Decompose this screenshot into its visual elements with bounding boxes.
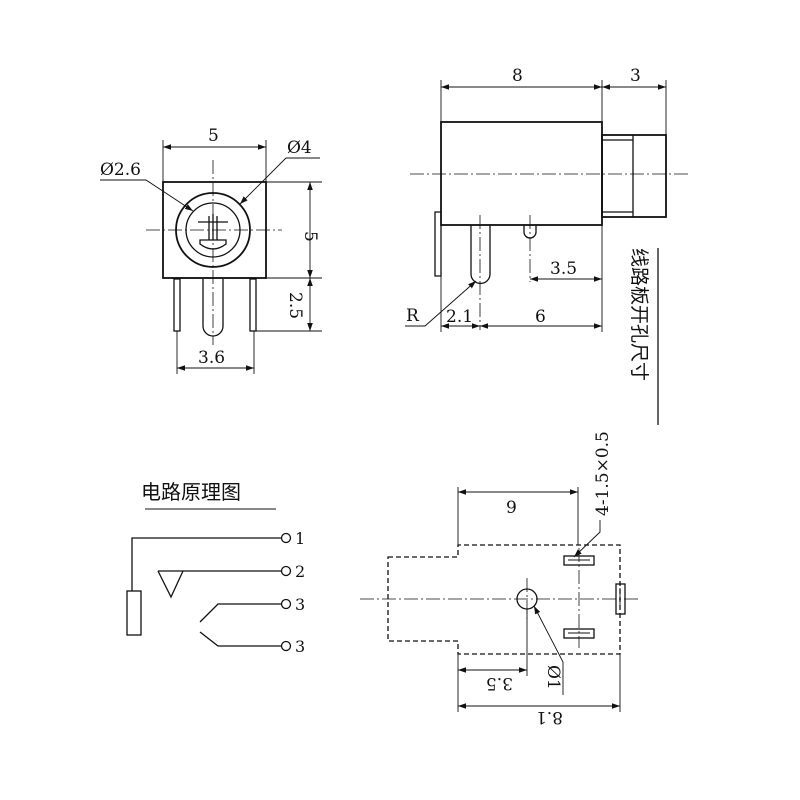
pcb-dim-width: 9 [506,498,517,518]
pcb-dim-total: 8.1 [536,707,563,727]
side-label-radius: R [406,306,420,326]
front-dim-pin-span: 3.6 [198,348,225,368]
pcb-note: 线路板开孔尺寸 [628,248,659,425]
pcb-dim-hole: Ø1 [543,665,563,690]
schematic: 电路原理图 1 2 3 3 [126,480,305,656]
front-dim-hole-outer: Ø4 [287,138,312,158]
side-dim-body-length: 8 [512,66,523,86]
side-body [440,121,603,226]
schematic-sleeve [126,590,142,636]
front-pin-left [173,278,181,332]
front-dim-hole-inner: Ø2.6 [100,160,141,180]
side-dim-pin-pitch: 3.5 [550,259,577,279]
schematic-pin-3b: 3 [295,637,305,656]
side-bracket [434,211,442,277]
front-dim-width: 5 [208,126,219,146]
pcb-view: 9 4-1.5×0.5 3.5 Ø1 8.1 [360,431,640,727]
side-dim-nose-length: 3 [630,66,641,86]
schematic-pin-2: 2 [295,562,305,581]
front-dim-pin-height: 2.5 [285,292,305,319]
schematic-pin-3a: 3 [295,595,305,614]
schematic-title: 电路原理图 [141,480,241,504]
front-dim-height: 5 [300,231,320,242]
front-view: 5 5 2.5 3.6 Ø2.6 Ø4 [100,126,322,374]
front-pin-right [249,278,257,332]
schematic-pin-1: 1 [295,529,305,548]
side-view: 8 3 3.5 2.1 6 R [405,66,690,332]
side-pin-center [470,225,491,285]
side-dim-pin-distance: 6 [535,307,546,327]
pcb-dim-slot: 4-1.5×0.5 [593,431,613,516]
pcb-note-text: 线路板开孔尺寸 [628,248,650,381]
side-nose [601,134,667,218]
side-dim-pin-offset: 2.1 [446,307,473,327]
pcb-dim-pitch: 3.5 [486,673,513,693]
